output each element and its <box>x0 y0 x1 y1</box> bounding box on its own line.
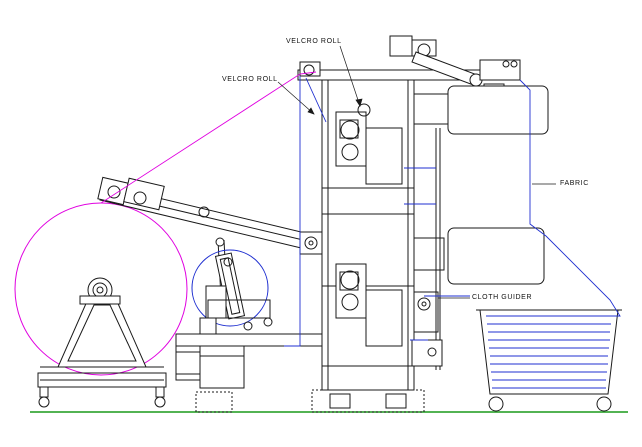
inclined-arm <box>97 176 323 255</box>
middle-guide-unit <box>175 249 325 413</box>
callout-leaders <box>277 45 556 299</box>
fabric-callout: FABRIC <box>560 180 589 187</box>
top-drive <box>389 35 521 107</box>
velcro-roll-callout-top: VELCRO ROLL <box>286 38 342 45</box>
cloth-guider-callout: CLOTH GUIDER <box>472 294 533 301</box>
fabric-path <box>284 76 621 347</box>
unwind-stand <box>14 202 188 408</box>
velcro-path <box>100 71 317 204</box>
main-tower <box>297 61 517 413</box>
velcro-roll-callout-left: VELCRO ROLL <box>222 76 278 83</box>
dryer-and-trolley <box>447 85 622 412</box>
